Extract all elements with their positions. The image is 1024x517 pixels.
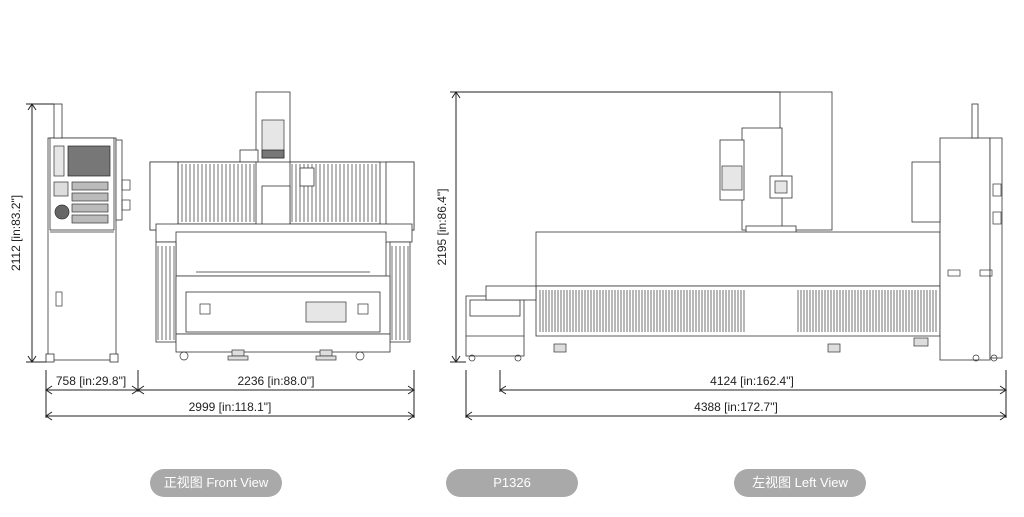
- left-view-drawing: [465, 91, 1003, 362]
- control-cabinet: [45, 103, 131, 363]
- front-machine-width-label: 2236 [in:88.0"]: [238, 374, 315, 388]
- left-total-length-label: 4388 [in:172.7"]: [694, 400, 778, 414]
- front-height-label: 2112 [in:83.2"]: [9, 195, 23, 271]
- left-view-label: 左视图 Left View: [734, 469, 866, 497]
- front-view-label: 正视图 Front View: [150, 469, 282, 497]
- dimension-lines: [26, 91, 1007, 421]
- left-height-label: 2195 [in:86.4"]: [435, 189, 449, 266]
- model-label: P1326: [446, 469, 578, 497]
- front-total-width-label: 2999 [in:118.1"]: [189, 400, 272, 414]
- left-machine-length-label: 4124 [in:162.4"]: [710, 374, 794, 388]
- front-machine: [149, 91, 415, 361]
- front-cabinet-width-label: 758 [in:29.8"]: [56, 374, 126, 388]
- front-view-drawing: [45, 91, 415, 363]
